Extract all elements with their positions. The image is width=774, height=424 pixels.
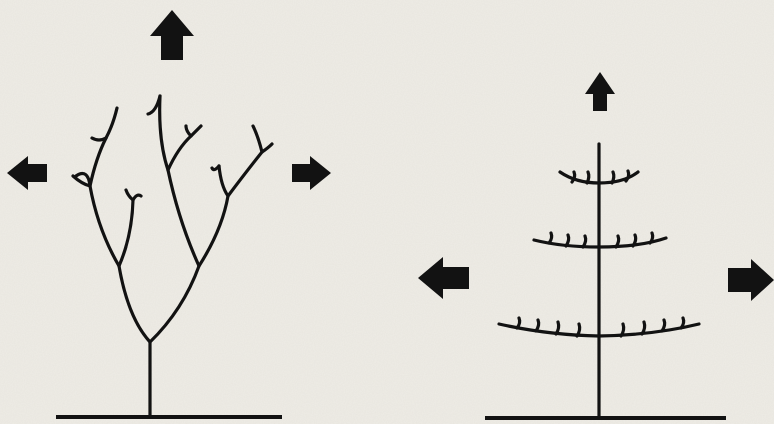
right-top-spur-2 bbox=[587, 172, 589, 183]
right-top-spur-3 bbox=[612, 172, 614, 183]
